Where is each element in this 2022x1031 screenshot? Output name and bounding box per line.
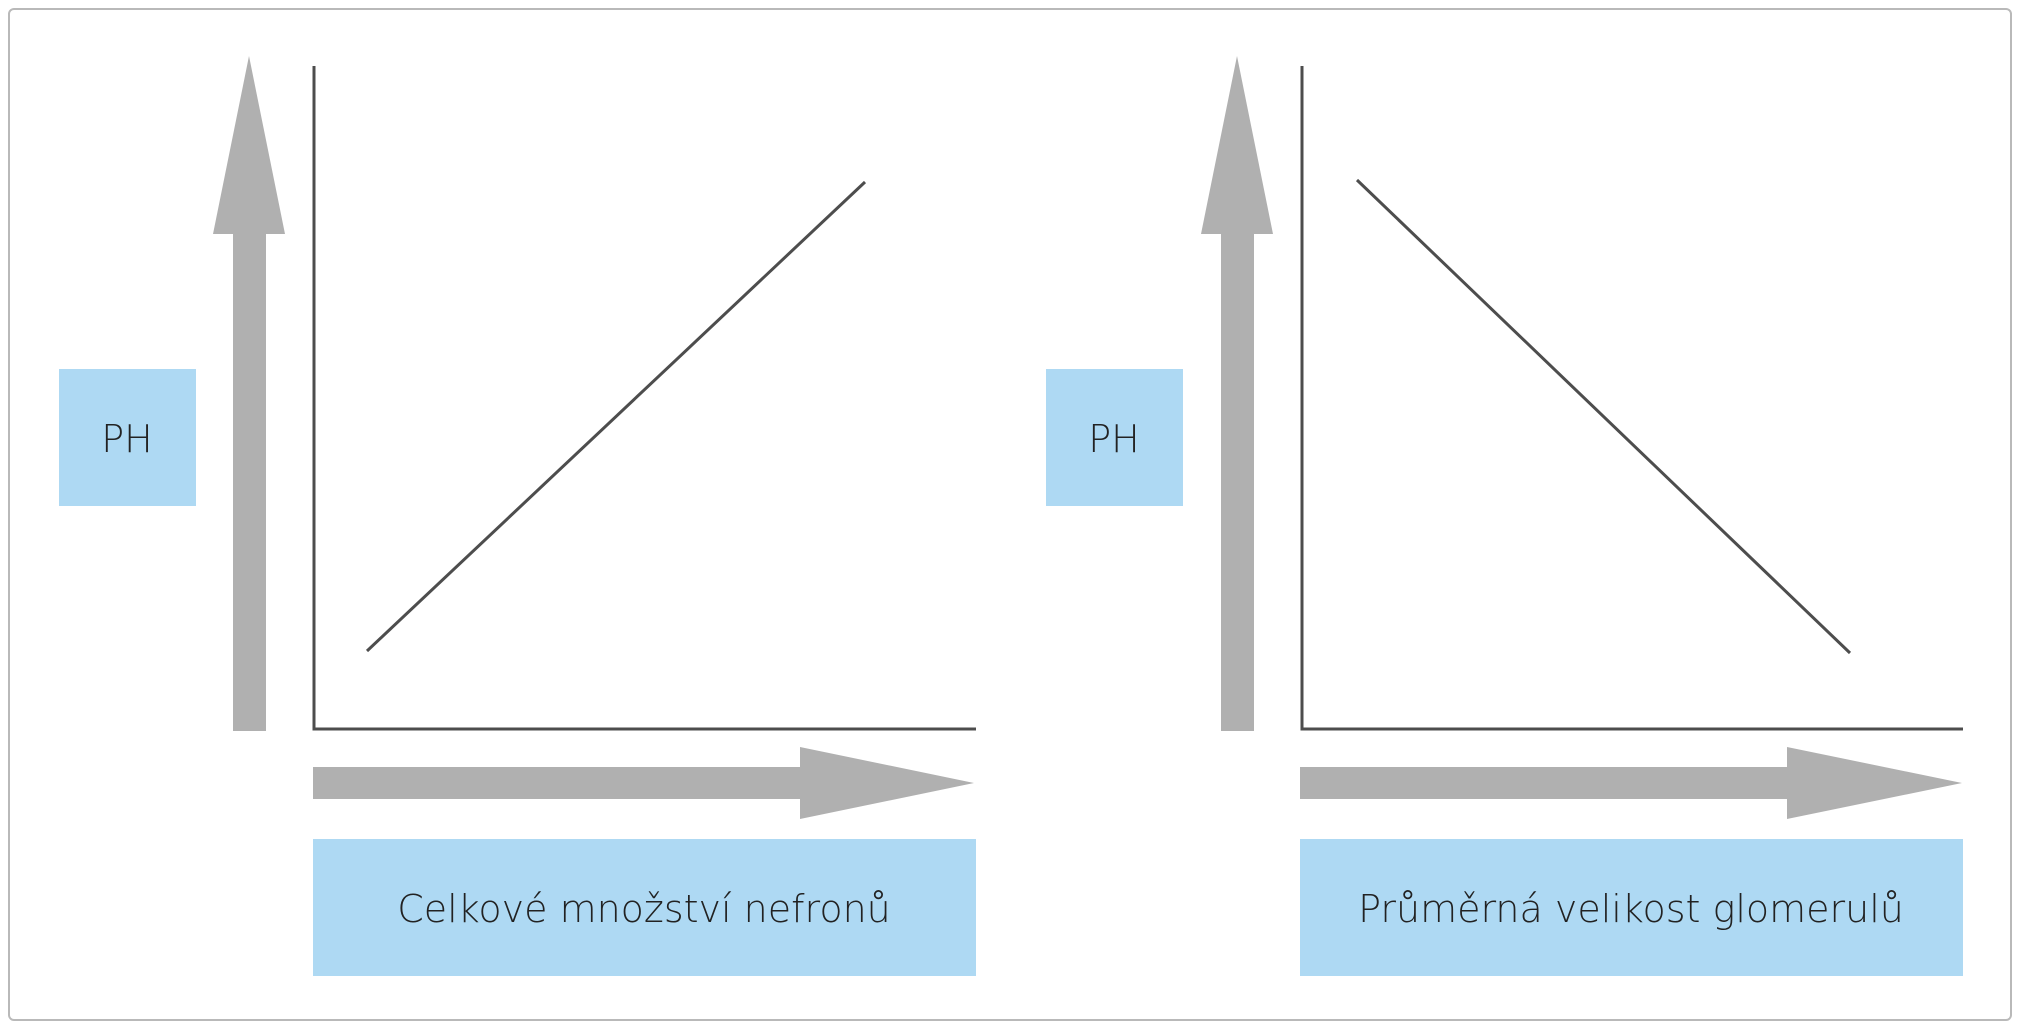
x-label-box: [313, 839, 976, 976]
diagram-frame: [8, 8, 2012, 1021]
y-label-box: [1046, 369, 1183, 506]
panel-right: PH Průměrná velikost glomerulů: [1046, 56, 1963, 976]
axes: [312, 66, 976, 731]
y-direction-arrow: [1201, 56, 1273, 731]
trend-line-increasing: [365, 180, 867, 653]
y-label-box: [59, 369, 196, 506]
x-axis-label: Celkové množství nefronů: [397, 887, 890, 931]
panel-left: PH Celkové množství nefronů: [59, 56, 976, 976]
y-axis-label: PH: [101, 417, 153, 461]
axes: [1300, 66, 1963, 731]
x-direction-arrow: [1300, 747, 1962, 819]
x-label-box: [1300, 839, 1963, 976]
x-axis-label: Průměrná velikost glomerulů: [1358, 887, 1904, 931]
y-direction-arrow: [213, 56, 285, 731]
y-axis-label: PH: [1088, 417, 1140, 461]
x-direction-arrow: [313, 747, 974, 819]
trend-line-decreasing: [1355, 178, 1852, 655]
